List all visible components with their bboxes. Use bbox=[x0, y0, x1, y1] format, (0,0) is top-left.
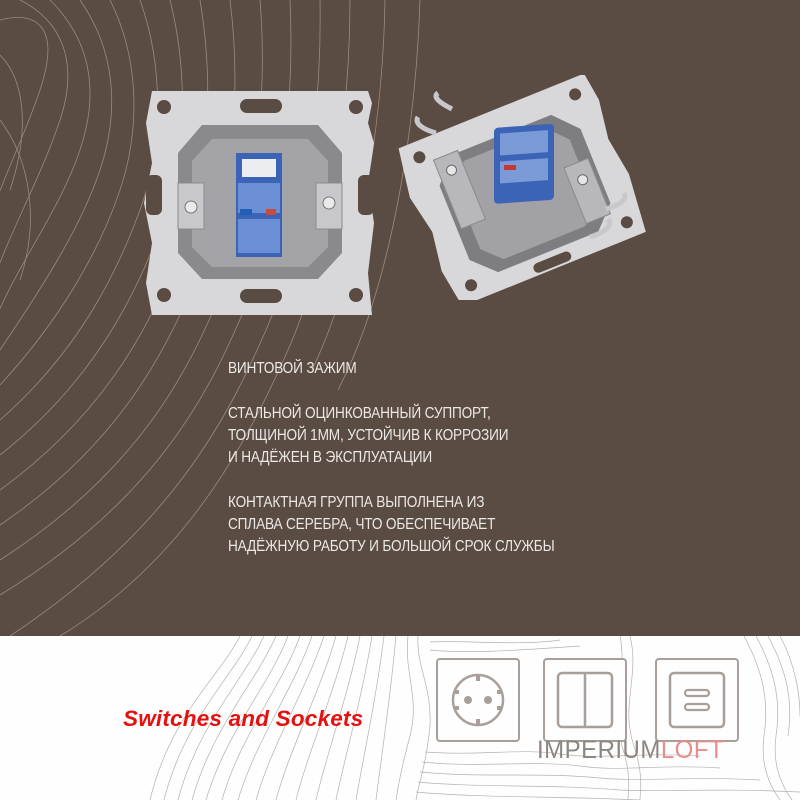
hero-section: ВИНТОВОЙ ЗАЖИМ СТАЛЬНОЙ ОЦИНКОВАННЫЙ СУП… bbox=[0, 0, 800, 636]
rj45-socket-angled-image bbox=[398, 75, 646, 300]
brand-logo: IMPERIUMLOFT bbox=[537, 736, 724, 765]
footer-section: Switches and Sockets IMPERIUMLOFT bbox=[0, 636, 800, 800]
tagline: Switches and Sockets bbox=[123, 706, 364, 731]
double-switch-icon bbox=[556, 671, 614, 729]
usb-charger-icon-box bbox=[655, 658, 739, 742]
feature-steel-support: СТАЛЬНОЙ ОЦИНКОВАННЫЙ СУППОРТ, ТОЛЩИНОЙ … bbox=[228, 405, 509, 466]
features-list: ВИНТОВОЙ ЗАЖИМ СТАЛЬНОЙ ОЦИНКОВАННЫЙ СУП… bbox=[228, 358, 555, 581]
feature-screw-clamp: ВИНТОВОЙ ЗАЖИМ bbox=[228, 360, 357, 377]
double-switch-icon-box bbox=[543, 658, 627, 742]
brand-logo-loft: LOFT bbox=[660, 736, 725, 764]
brand-logo-imperium: IMPERIUM bbox=[537, 736, 661, 764]
rj45-socket-front-image bbox=[144, 91, 374, 315]
feature-silver-contacts: КОНТАКТНАЯ ГРУППА ВЫПОЛНЕНА ИЗ СПЛАВА СЕ… bbox=[228, 494, 555, 555]
socket-icon-box bbox=[436, 658, 520, 742]
socket-icon bbox=[451, 673, 505, 727]
usb-charger-icon bbox=[668, 671, 726, 729]
